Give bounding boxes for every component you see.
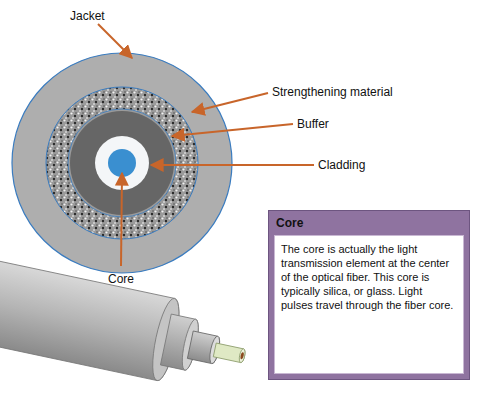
part-label: Cladding <box>318 158 365 172</box>
callout-body: The core is actually the light transmiss… <box>274 235 464 374</box>
part-label: Core <box>108 272 134 286</box>
callout-box: CoreThe core is actually the light trans… <box>268 210 470 380</box>
callout-heading: Core <box>274 211 464 235</box>
part-label: Strengthening material <box>272 85 393 99</box>
cable-cross-section <box>12 53 232 273</box>
jacket-ring <box>12 53 232 273</box>
core-disc <box>108 149 136 177</box>
part-label: Jacket <box>70 9 105 23</box>
part-label: Buffer <box>297 117 329 131</box>
cable-side-view <box>0 251 253 398</box>
